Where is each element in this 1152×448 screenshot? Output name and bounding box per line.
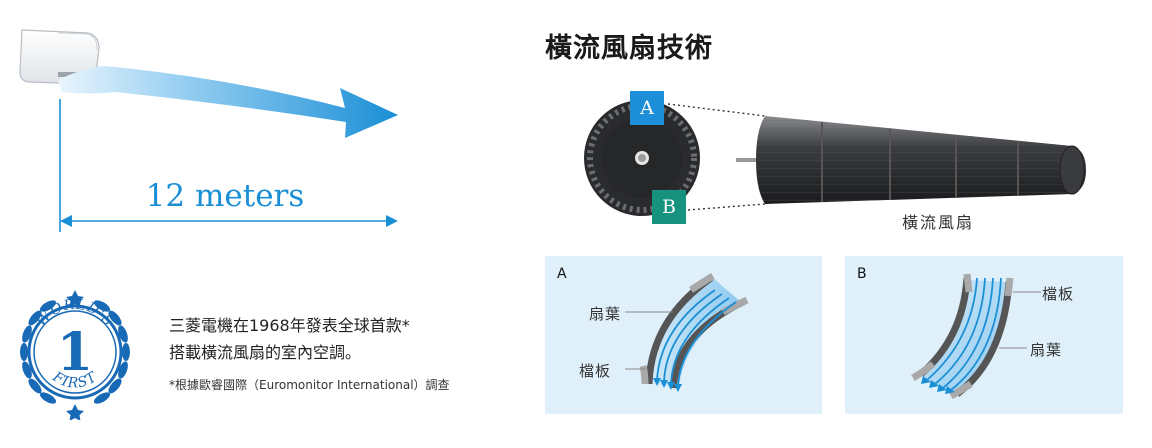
description-line-1: 三菱電機在1968年發表全球首款* xyxy=(169,316,410,335)
detail-panel-b: B 檔板 扇葉 xyxy=(845,256,1123,414)
panel-a-diagram xyxy=(625,272,749,392)
badge-a: A xyxy=(630,91,664,125)
footnote: *根據歐睿國際（Euromonitor International）調查 xyxy=(169,378,450,392)
dimension-arrowhead-left xyxy=(60,215,72,227)
panel-a-label: A xyxy=(557,266,567,282)
cross-flow-fan-illustration xyxy=(584,100,1086,216)
airflow-illustration xyxy=(19,29,398,232)
projection-line-bottom xyxy=(687,203,766,211)
panel-b-blade-label: 扇葉 xyxy=(1030,341,1063,359)
fan-wheel-icon xyxy=(584,100,700,216)
fan-caption: 橫流風扇 xyxy=(902,213,975,232)
airflow-arrow xyxy=(58,66,398,138)
detail-panel-a: A 扇葉 檔板 xyxy=(545,256,822,414)
panel-b-baffle-label: 檔板 xyxy=(1042,285,1075,303)
svg-text:FIRST: FIRST xyxy=(49,368,101,391)
cross-flow-fan-cylinder-icon xyxy=(736,116,1086,204)
seal-number: 1 xyxy=(57,322,93,383)
section-title: 橫流風扇技術 xyxy=(545,33,713,64)
dimension-arrowhead-right xyxy=(386,215,398,227)
panel-b-diagram xyxy=(911,273,1041,400)
distance-label: 12 meters xyxy=(145,178,305,214)
worlds-first-description: 三菱電機在1968年發表全球首款* 搭載橫流風扇的室內空調。 xyxy=(169,312,410,366)
description-line-2: 搭載橫流風扇的室內空調。 xyxy=(169,343,362,362)
projection-line-top xyxy=(667,103,766,117)
panel-a-blade-label: 扇葉 xyxy=(589,305,622,323)
seal-bottom-text: FIRST xyxy=(49,368,100,391)
worlds-first-seal-icon: WORLD'S FIRST 1 xyxy=(20,290,130,420)
panel-a-baffle-label: 檔板 xyxy=(579,362,612,380)
badge-b: B xyxy=(652,190,686,224)
panel-b-label: B xyxy=(857,266,867,282)
